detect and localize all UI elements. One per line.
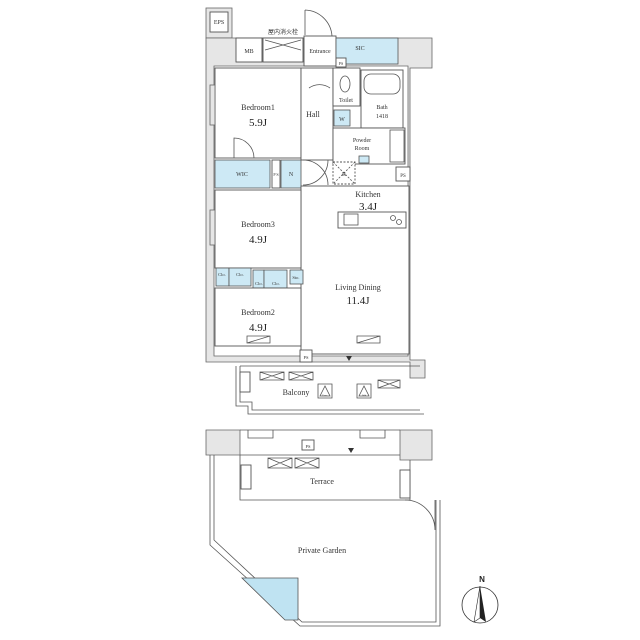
- refrigerator-label: R: [342, 172, 346, 178]
- kitchen-size: 3.4J: [359, 201, 378, 213]
- storage: [289, 269, 304, 285]
- living-aircon: [356, 335, 381, 344]
- bedroom3: [214, 189, 302, 269]
- powder-label: Powder: [353, 138, 371, 144]
- kitchen-counter: [337, 211, 407, 229]
- bedroom2-aircon: [246, 335, 271, 344]
- closet-3-label: Clo.: [255, 281, 263, 286]
- washer-label: W: [339, 117, 345, 123]
- bedroom2-size: 4.9J: [249, 322, 268, 334]
- terrace-unit-right: [399, 469, 411, 499]
- sink-icon: [343, 213, 359, 226]
- ps-wic: [271, 159, 281, 189]
- toilet-bowl-icon: [339, 75, 351, 93]
- bedroom1-label: Bedroom1: [241, 103, 275, 112]
- ps-kitchen-label: PS: [400, 174, 406, 179]
- ps-entrance: [335, 57, 347, 68]
- closet-4-label: Clo.: [272, 281, 280, 286]
- closet-2-label: Clo.: [236, 272, 244, 277]
- bath-size: 1418: [376, 114, 388, 120]
- bedroom1: [214, 67, 302, 159]
- wic-label: WIC: [236, 172, 248, 178]
- odd-hatch-icon: [356, 383, 372, 399]
- terrace-label: Terrace: [310, 477, 334, 486]
- vanity-icon: [389, 129, 405, 163]
- living-dining: [300, 185, 410, 355]
- powder-storage: [358, 155, 370, 164]
- kitchen-label: Kitchen: [355, 190, 380, 199]
- closet-1: [215, 267, 230, 287]
- bedroom3-size: 4.9J: [249, 234, 268, 246]
- hydrant-box: [262, 37, 304, 63]
- mb-room: [235, 37, 263, 63]
- pool: [241, 577, 299, 621]
- hall-label: Hall: [306, 110, 321, 119]
- upper-aircon-marks: [240, 429, 400, 439]
- toilet-label: Toilet: [339, 98, 353, 104]
- north-compass: N: [461, 575, 499, 624]
- garden-label: Private Garden: [298, 546, 346, 555]
- evac-label: Evac.: [322, 394, 328, 397]
- outdoor-ac-units: [259, 371, 401, 389]
- eps-box: [209, 11, 229, 33]
- toilet: [332, 67, 361, 107]
- bedroom3-window: [209, 209, 216, 246]
- bath: [360, 69, 404, 129]
- entrance-room: [303, 35, 337, 67]
- bedroom1-window: [209, 84, 216, 126]
- ps-terrace-label: PS: [305, 444, 311, 449]
- bathtub-icon: [363, 73, 401, 95]
- bedroom2-label: Bedroom2: [241, 308, 275, 317]
- bedroom2: [214, 287, 302, 347]
- living-label: Living Dining: [335, 283, 381, 292]
- ps-terrace: [301, 439, 315, 451]
- bath-label: Bath: [376, 105, 387, 111]
- closet-2: [228, 267, 252, 287]
- compass-label: N: [479, 575, 485, 584]
- ps-kitchen: [395, 166, 411, 182]
- bedroom3-label: Bedroom3: [241, 220, 275, 229]
- hydrant-mark: [264, 39, 302, 51]
- garden-gate[interactable]: [404, 499, 436, 531]
- entrance-label: Entrance: [309, 49, 331, 55]
- ps-balcony-label: PS: [303, 355, 309, 360]
- evac-hatch-icon: [317, 383, 333, 399]
- bedroom1-size: 5.9J: [249, 117, 268, 129]
- powder-label-2: Room: [355, 146, 370, 152]
- storage-label: Sto.: [292, 275, 299, 280]
- ps-entrance-label: PS: [339, 61, 343, 66]
- refrigerator-cross: [332, 161, 356, 185]
- terrace-entry-marker-icon: [348, 448, 354, 453]
- ps-balcony: [299, 349, 313, 363]
- eps-label: EPS: [214, 20, 224, 26]
- hydrant-label: 屋内消火栓: [268, 28, 298, 36]
- compass-needle-icon: [480, 586, 486, 622]
- stove-burner-icon: [390, 215, 396, 221]
- n-label: N: [289, 172, 294, 178]
- balcony-label: Balcony: [283, 388, 310, 397]
- hall-double-door[interactable]: [302, 159, 329, 186]
- balcony-unit: [239, 371, 251, 393]
- ps-wic-label: P S: [273, 172, 278, 177]
- terrace-ac-units: [267, 457, 320, 469]
- bedroom1-door[interactable]: [233, 137, 255, 159]
- living-size: 11.4J: [346, 295, 370, 307]
- stove-burner-icon: [396, 219, 402, 225]
- n-storage: [280, 159, 302, 189]
- washer-space: [333, 109, 351, 127]
- mb-label: MB: [244, 49, 253, 55]
- wic: [214, 159, 271, 189]
- hall-door[interactable]: [308, 84, 331, 89]
- odd-label: Odd: [362, 394, 367, 397]
- garden-boundary: [209, 455, 441, 627]
- terrace-unit-left: [240, 464, 252, 490]
- sic-label: SIC: [355, 46, 364, 52]
- hall: [300, 67, 334, 161]
- entrance-door[interactable]: [304, 9, 333, 37]
- closet-1-label: Clo.: [218, 272, 226, 277]
- entry-marker-icon: [346, 356, 352, 361]
